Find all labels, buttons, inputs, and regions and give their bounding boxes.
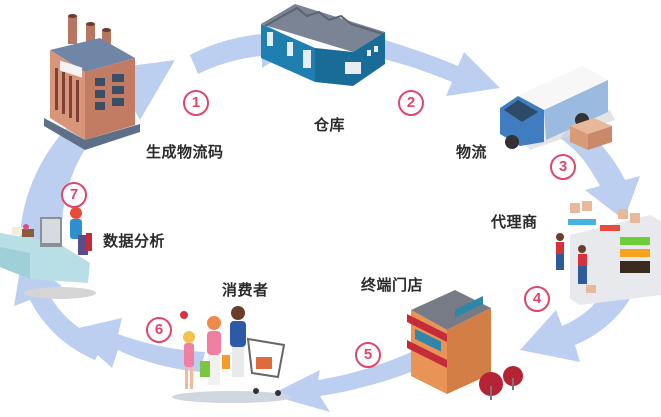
arrow-2-to-3 <box>380 40 500 96</box>
step-label-6: 消费者 <box>222 281 269 299</box>
step-number-3: 3 <box>550 154 576 180</box>
step-number-2: 2 <box>398 90 424 116</box>
step-label-7: 数据分析 <box>103 232 166 250</box>
step-label-5: 终端门店 <box>361 276 424 294</box>
step-number-6: 6 <box>146 317 172 343</box>
step-label-2: 仓库 <box>314 116 346 134</box>
step-number-4: 4 <box>524 286 550 312</box>
step-label-3: 物流 <box>456 143 488 161</box>
arrow-5-to-6 <box>270 344 440 412</box>
shopping-family-icon <box>172 305 297 405</box>
step-label-1: 生成物流码 <box>146 143 224 161</box>
step-number-1: 1 <box>183 90 209 116</box>
step-number-5: 5 <box>355 342 381 368</box>
step-label-4: 代理商 <box>491 213 538 231</box>
delivery-van-icon <box>490 60 620 155</box>
arrow-6-to-7-tail <box>14 258 105 360</box>
distributor-shelf-icon <box>540 195 661 305</box>
step-number-7: 7 <box>61 182 87 208</box>
analyst-desk-icon <box>0 205 100 300</box>
arrow-6-to-7 <box>70 318 205 372</box>
storefront-icon <box>405 290 525 410</box>
factory-icon <box>40 10 145 155</box>
arrow-7-to-1 <box>19 60 176 250</box>
warehouse-icon <box>255 2 390 87</box>
